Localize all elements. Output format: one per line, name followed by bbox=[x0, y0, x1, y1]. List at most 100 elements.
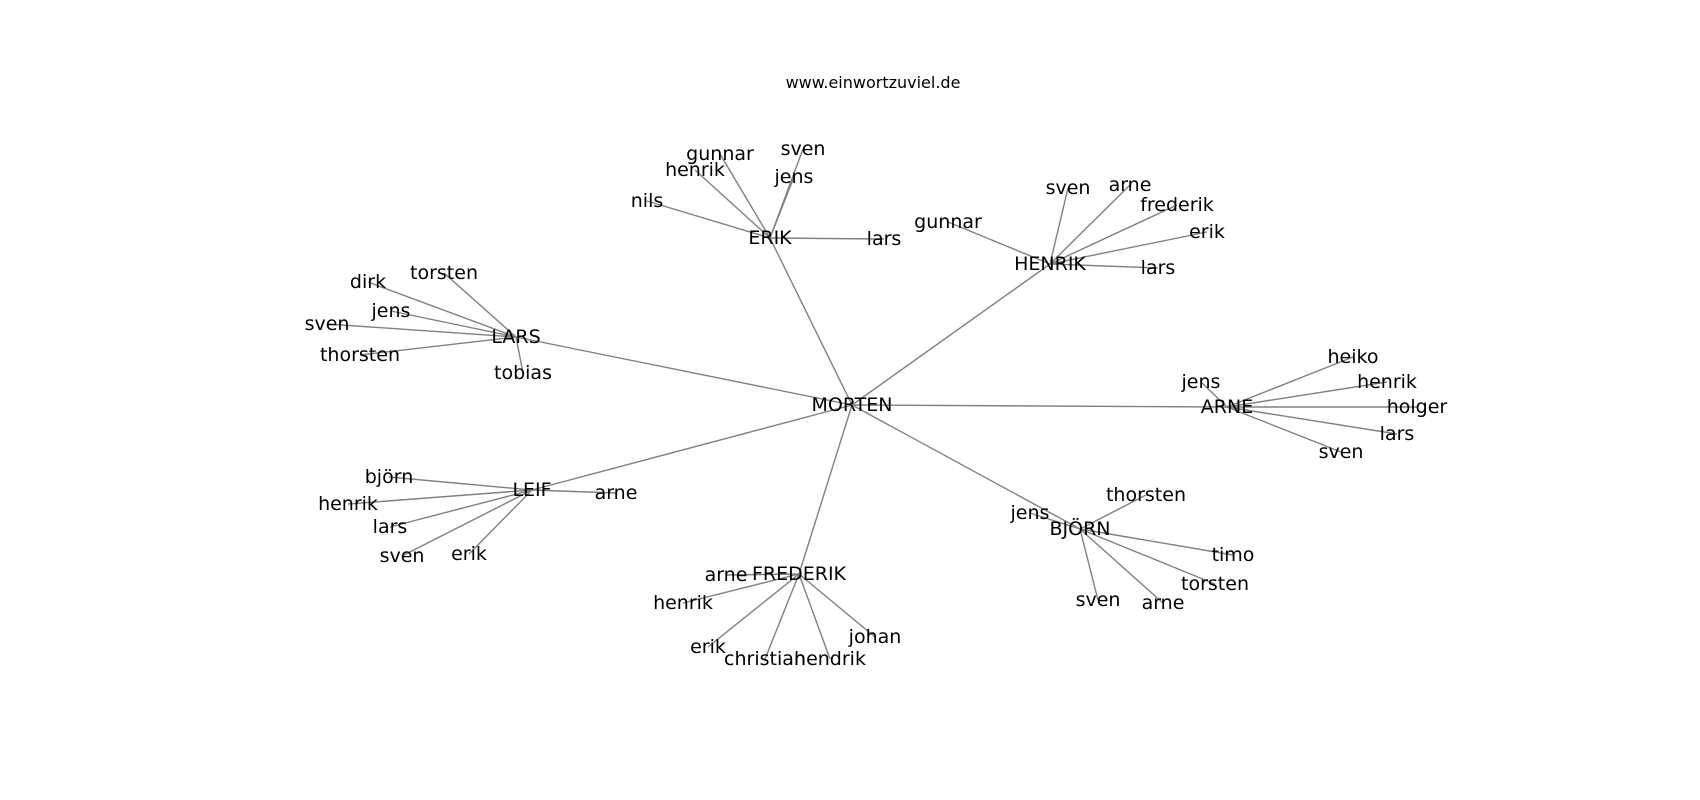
edge-bjorn-torsten bbox=[1079, 528, 1216, 585]
edge-bjorn-jens bbox=[1029, 512, 1081, 530]
leaf-bjorn-jens: jens bbox=[1010, 502, 1050, 524]
leaf-bjorn-timo: timo bbox=[1212, 544, 1255, 566]
edge-frederik-henrik bbox=[682, 573, 800, 604]
leaf-frederik-hendrik: hendrik bbox=[794, 648, 866, 670]
edge-henrik-sven bbox=[1049, 187, 1069, 265]
edge-arne-henrik bbox=[1226, 381, 1388, 408]
edges-layer bbox=[326, 148, 1417, 660]
leaf-leif-henrik: henrik bbox=[318, 493, 378, 515]
leaf-lars-sven: sven bbox=[305, 313, 350, 335]
node-frederik: FREDERIK bbox=[752, 563, 847, 585]
edge-bjorn-timo bbox=[1079, 528, 1234, 556]
edge-lars-dirk bbox=[367, 281, 517, 338]
leaf-henrik-frederik: frederik bbox=[1140, 194, 1214, 216]
edge-frederik-arne bbox=[725, 573, 800, 576]
leaf-henrik-sven: sven bbox=[1046, 177, 1091, 199]
leaf-frederik-arne: arne bbox=[705, 564, 748, 586]
leaf-lars-thorsten: thorsten bbox=[320, 344, 400, 366]
leaf-frederik-johan: johan bbox=[848, 626, 902, 648]
edge-morten-erik bbox=[769, 237, 853, 406]
leaf-bjorn-arne: arne bbox=[1142, 592, 1185, 614]
edge-leif-sven bbox=[401, 489, 533, 557]
edge-leif-arne bbox=[531, 489, 617, 494]
leaf-leif-arne: arne bbox=[595, 482, 638, 504]
leaf-erik-henrik: henrik bbox=[665, 159, 725, 181]
leaf-frederik-erik: erik bbox=[690, 636, 726, 658]
edge-erik-nils bbox=[646, 200, 771, 239]
edge-leif-lars bbox=[389, 489, 533, 528]
edge-morten-henrik bbox=[851, 263, 1051, 406]
leaf-lars-torsten: torsten bbox=[410, 262, 478, 284]
edge-henrik-lars bbox=[1049, 263, 1159, 269]
leaf-leif-lars: lars bbox=[373, 516, 408, 538]
leaf-henrik-lars: lars bbox=[1141, 257, 1176, 279]
edge-erik-lars bbox=[769, 237, 885, 240]
leaf-henrik-arne: arne bbox=[1109, 174, 1152, 196]
leaf-erik-jens: jens bbox=[774, 166, 814, 188]
leaf-erik-lars: lars bbox=[867, 228, 902, 250]
edge-erik-gunnar bbox=[719, 153, 771, 239]
leaf-frederik-christian: christian bbox=[724, 648, 806, 670]
node-arne: ARNE bbox=[1201, 396, 1253, 418]
edge-henrik-arne bbox=[1049, 184, 1131, 265]
edge-arne-heiko bbox=[1226, 356, 1354, 408]
leaf-lars-dirk: dirk bbox=[350, 271, 386, 293]
edge-leif-erik bbox=[468, 489, 533, 555]
edge-henrik-gunnar bbox=[947, 221, 1051, 265]
node-henrik: HENRIK bbox=[1014, 253, 1086, 275]
edge-morten-lars bbox=[515, 336, 853, 406]
edge-frederik-hendrik bbox=[798, 573, 831, 660]
edge-bjorn-thorsten bbox=[1079, 494, 1147, 530]
leaf-arne-lars: lars bbox=[1380, 423, 1415, 445]
edge-lars-thorsten bbox=[359, 336, 517, 356]
leaf-leif-sven: sven bbox=[380, 545, 425, 567]
edge-henrik-erik bbox=[1049, 231, 1208, 265]
leaf-erik-nils: nils bbox=[631, 190, 664, 212]
edge-arne-sven bbox=[1226, 406, 1342, 453]
edge-lars-tobias bbox=[515, 336, 524, 374]
leaf-lars-jens: jens bbox=[371, 300, 411, 322]
graph-title: www.einwortzuviel.de bbox=[786, 73, 961, 92]
leaf-arne-sven: sven bbox=[1319, 441, 1364, 463]
edge-morten-arne bbox=[851, 404, 1228, 408]
node-bjorn: BJÖRN bbox=[1049, 517, 1110, 540]
edge-arne-jens bbox=[1200, 381, 1228, 408]
edge-arne-lars bbox=[1226, 406, 1398, 435]
edge-frederik-christian bbox=[764, 573, 800, 660]
node-morten: MORTEN bbox=[812, 394, 893, 416]
node-erik: ERIK bbox=[748, 227, 792, 249]
edge-henrik-frederik bbox=[1049, 204, 1178, 265]
leaf-henrik-gunnar: gunnar bbox=[914, 211, 982, 233]
leaf-arne-henrik: henrik bbox=[1357, 371, 1417, 393]
leaf-arne-heiko: heiko bbox=[1328, 346, 1379, 368]
edge-leif-bjorn bbox=[388, 476, 533, 491]
edge-lars-sven bbox=[326, 323, 517, 338]
leaf-arne-jens: jens bbox=[1181, 371, 1221, 393]
leaf-bjorn-torsten: torsten bbox=[1181, 573, 1249, 595]
leaf-erik-gunnar: gunnar bbox=[686, 143, 754, 165]
leaf-leif-erik: erik bbox=[451, 543, 487, 565]
edge-lars-torsten bbox=[443, 272, 517, 338]
leaf-bjorn-thorsten: thorsten bbox=[1106, 484, 1186, 506]
leaf-lars-tobias: tobias bbox=[494, 362, 552, 384]
edge-morten-leif bbox=[531, 404, 853, 491]
edge-leif-henrik bbox=[347, 489, 533, 505]
edge-bjorn-sven bbox=[1079, 528, 1099, 601]
edge-erik-henrik bbox=[694, 169, 771, 239]
edge-frederik-erik bbox=[707, 573, 800, 648]
edge-lars-jens bbox=[390, 310, 517, 338]
leaf-leif-bjorn: björn bbox=[365, 466, 413, 488]
leaf-frederik-henrik: henrik bbox=[653, 592, 713, 614]
edge-morten-bjorn bbox=[851, 404, 1081, 530]
edge-erik-jens bbox=[769, 176, 795, 239]
node-leif: LEIF bbox=[512, 479, 551, 501]
edge-bjorn-arne bbox=[1079, 528, 1164, 604]
leaf-bjorn-sven: sven bbox=[1076, 589, 1121, 611]
leaf-arne-holger: holger bbox=[1387, 396, 1448, 418]
leaf-erik-sven: sven bbox=[781, 138, 826, 160]
edge-morten-frederik bbox=[798, 404, 853, 575]
node-lars: LARS bbox=[491, 326, 540, 348]
edge-frederik-johan bbox=[798, 573, 876, 638]
